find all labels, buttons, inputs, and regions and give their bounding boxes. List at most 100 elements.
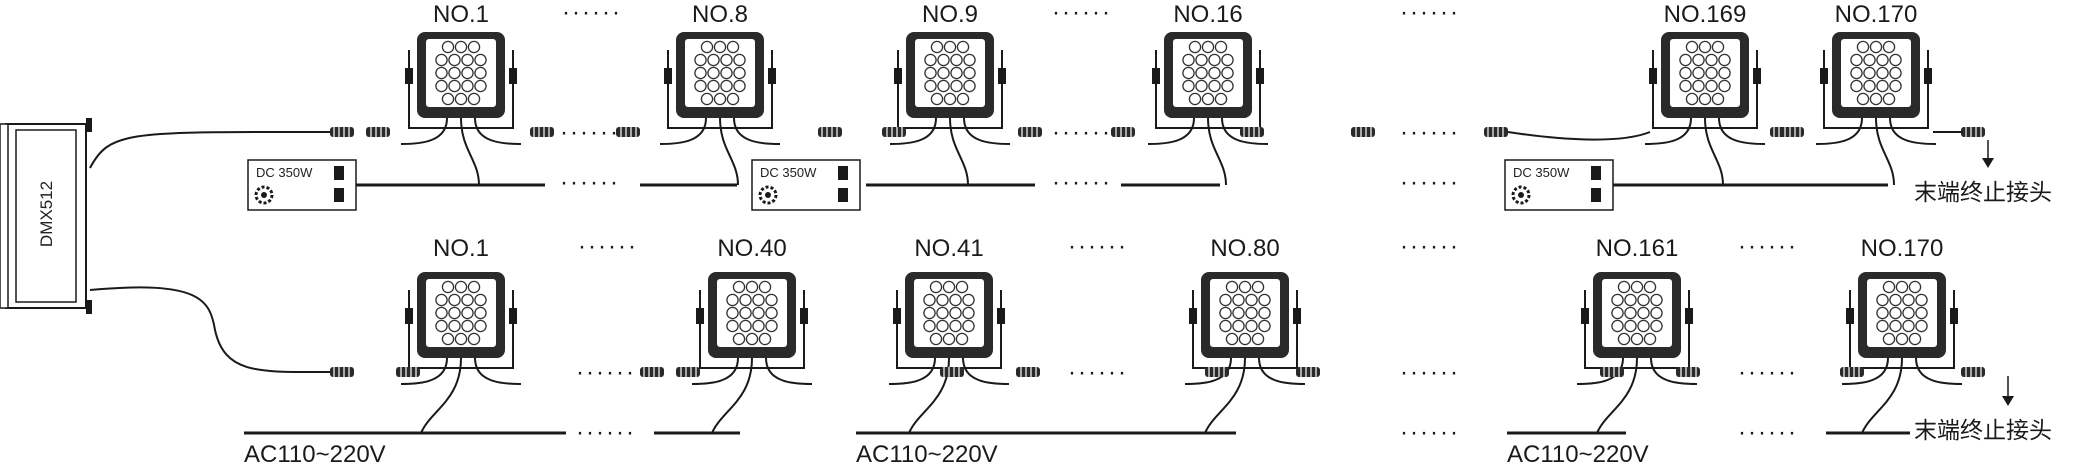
led-lens-icon <box>1876 79 1889 93</box>
controller-label: DMX512 <box>37 181 56 247</box>
led-lens-icon <box>1221 79 1234 93</box>
led-lens-icon <box>474 79 487 93</box>
led-lens-icon <box>765 319 778 333</box>
row2-ellipsis: ······ <box>1400 419 1460 446</box>
row1-terminator-label: 末端终止接头 <box>1914 180 2052 206</box>
led-lens-icon <box>700 40 714 54</box>
led-lens-icon <box>1611 293 1624 307</box>
led-lens-icon <box>1698 92 1712 106</box>
dmx512-controller: DMX512 <box>0 118 92 314</box>
led-lens-icon <box>955 280 969 294</box>
led-lens-icon <box>454 280 468 294</box>
led-lens-icon <box>1856 40 1870 54</box>
flood-light-fixture <box>1576 272 1698 385</box>
led-lens-icon <box>1850 79 1863 93</box>
power-drop-cable <box>1207 117 1227 186</box>
led-lens-icon <box>1637 319 1650 333</box>
power-supply-label: DC 350W <box>256 165 313 180</box>
flood-light-fixture <box>1815 32 1937 145</box>
led-lens-icon <box>474 66 487 80</box>
led-lens-icon <box>943 40 957 54</box>
led-lens-icon <box>1718 66 1731 80</box>
led-lens-icon <box>924 66 937 80</box>
led-lens-icon <box>962 306 975 320</box>
led-lens-icon <box>937 79 950 93</box>
led-lens-icon <box>1692 53 1705 67</box>
power-drop-cable <box>460 117 480 186</box>
cable-connector-icon <box>1018 127 1042 137</box>
power-drop-cable <box>1704 117 1724 186</box>
led-lens-icon <box>1908 332 1922 346</box>
led-lens-icon <box>949 293 962 307</box>
power-supply: DC 350W <box>1504 159 1614 211</box>
led-lens-icon <box>1889 66 1902 80</box>
led-lens-icon <box>707 79 720 93</box>
led-lens-icon <box>1863 53 1876 67</box>
led-lens-icon <box>713 92 727 106</box>
led-lens-icon <box>1850 66 1863 80</box>
led-lens-icon <box>942 280 956 294</box>
power-drop-cable <box>1861 357 1903 434</box>
led-lens-icon <box>1208 53 1221 67</box>
row1-terminator <box>1982 140 1994 168</box>
led-lens-icon <box>467 280 481 294</box>
led-lens-icon <box>454 92 468 106</box>
cable-connector-icon <box>330 127 354 137</box>
led-lens-icon <box>720 66 733 80</box>
row2-ellipsis: ······ <box>1400 233 1460 260</box>
led-lens-icon <box>1692 79 1705 93</box>
cable-connector-icon <box>640 367 664 377</box>
led-lens-icon <box>1876 66 1889 80</box>
led-lens-icon <box>1251 280 1265 294</box>
cable-connector-icon <box>1676 367 1700 377</box>
led-lens-icon <box>1698 40 1712 54</box>
led-lens-icon <box>1643 332 1657 346</box>
led-lens-icon <box>1718 53 1731 67</box>
row2-ellipsis: ······ <box>576 359 636 386</box>
cable-connector-icon <box>396 367 420 377</box>
cable-connector-icon <box>676 367 700 377</box>
row1-ellipsis: ······ <box>562 0 622 26</box>
led-lens-icon <box>1624 319 1637 333</box>
led-lens-icon <box>435 293 448 307</box>
flood-light-fixture <box>400 32 522 145</box>
led-lens-icon <box>474 306 487 320</box>
led-lens-icon <box>765 306 778 320</box>
row2-fixture-label: NO.41 <box>914 235 983 262</box>
led-lens-icon <box>745 280 759 294</box>
row2-fixture-label: NO.40 <box>717 235 786 262</box>
led-lens-icon <box>1225 332 1239 346</box>
led-lens-icon <box>1208 79 1221 93</box>
led-lens-icon <box>1221 66 1234 80</box>
led-lens-icon <box>1882 92 1896 106</box>
led-lens-icon <box>461 79 474 93</box>
led-lens-icon <box>1869 40 1883 54</box>
led-lens-icon <box>956 40 970 54</box>
led-lens-icon <box>1876 319 1889 333</box>
led-lens-icon <box>448 293 461 307</box>
led-lens-icon <box>950 79 963 93</box>
led-lens-icon <box>694 53 707 67</box>
led-lens-icon <box>1679 66 1692 80</box>
led-lens-icon <box>1679 53 1692 67</box>
led-lens-icon <box>435 306 448 320</box>
led-lens-icon <box>1650 319 1663 333</box>
led-lens-icon <box>1611 306 1624 320</box>
row1-fixture-label: NO.170 <box>1835 1 1918 28</box>
led-lens-icon <box>1637 306 1650 320</box>
row2-fixture-label: NO.1 <box>433 235 489 262</box>
led-lens-icon <box>448 53 461 67</box>
led-lens-icon <box>1611 319 1624 333</box>
led-lens-icon <box>956 92 970 106</box>
led-lens-icon <box>1219 319 1232 333</box>
led-lens-icon <box>435 319 448 333</box>
led-lens-icon <box>726 92 740 106</box>
row1-ellipsis: ······ <box>1400 0 1460 26</box>
led-lens-icon <box>929 332 943 346</box>
led-lens-icon <box>1692 66 1705 80</box>
led-lens-icon <box>461 66 474 80</box>
led-lens-icon <box>937 53 950 67</box>
led-lens-icon <box>1195 66 1208 80</box>
cable-connector-icon <box>1296 367 1320 377</box>
led-lens-icon <box>752 319 765 333</box>
